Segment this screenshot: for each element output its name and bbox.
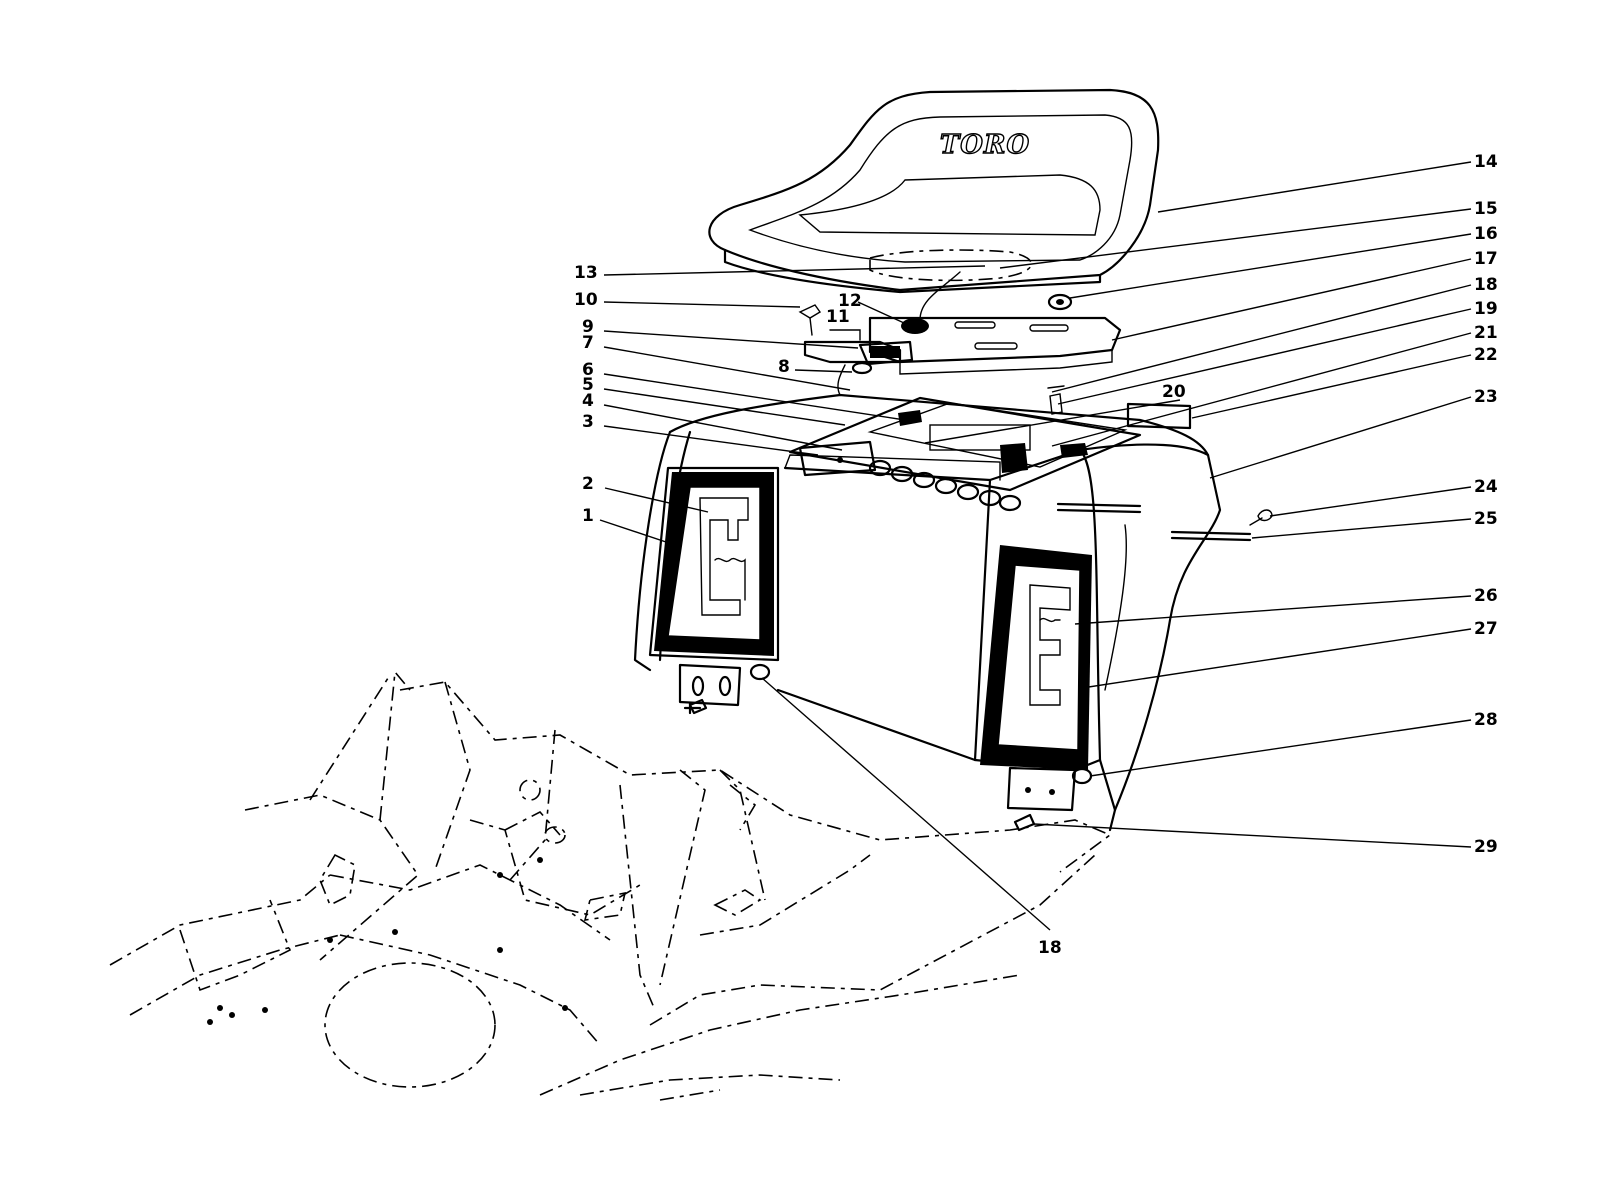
callout-23: 23 <box>1474 387 1498 407</box>
seat-switch-assembly <box>798 304 914 396</box>
callout-labels: 1 2 3 4 5 6 7 8 9 10 11 12 13 14 15 16 1… <box>574 152 1498 958</box>
callout-21: 21 <box>1474 323 1498 343</box>
callout-18-lower: 18 <box>1038 938 1062 958</box>
callout-2: 2 <box>582 474 594 494</box>
callout-19: 19 <box>1474 299 1498 319</box>
mounting-hardware <box>678 663 1093 832</box>
connector-row <box>868 459 1022 512</box>
callout-12: 12 <box>838 291 862 311</box>
callout-10: 10 <box>574 290 598 310</box>
callout-25: 25 <box>1474 509 1498 529</box>
callout-3: 3 <box>582 412 594 432</box>
callout-22: 22 <box>1474 345 1498 365</box>
callout-13: 13 <box>574 263 598 283</box>
leader-lines <box>599 161 1472 931</box>
callout-7: 7 <box>582 333 594 353</box>
callout-20: 20 <box>1162 382 1186 402</box>
callout-28: 28 <box>1474 710 1498 730</box>
fender-pod <box>633 385 1273 832</box>
callout-8: 8 <box>778 357 790 377</box>
callout-18: 18 <box>1474 275 1498 295</box>
seat: TORO <box>708 88 1160 321</box>
seat-plate <box>868 293 1122 375</box>
callout-29: 29 <box>1474 837 1498 857</box>
callout-6: 6 <box>582 360 594 380</box>
callout-5: 5 <box>582 375 594 395</box>
callout-26: 26 <box>1474 586 1498 606</box>
callout-4: 4 <box>582 391 594 411</box>
callout-9: 9 <box>582 317 594 337</box>
callout-15: 15 <box>1474 199 1498 219</box>
callout-17: 17 <box>1474 249 1498 269</box>
callout-27: 27 <box>1474 619 1498 639</box>
callout-11: 11 <box>826 307 850 327</box>
callout-24: 24 <box>1474 477 1498 497</box>
callout-14: 14 <box>1474 152 1498 172</box>
chassis-frame <box>109 670 1112 1101</box>
callout-1: 1 <box>582 506 594 526</box>
callout-16: 16 <box>1474 224 1498 244</box>
brand-logo-text: TORO <box>940 130 1030 160</box>
